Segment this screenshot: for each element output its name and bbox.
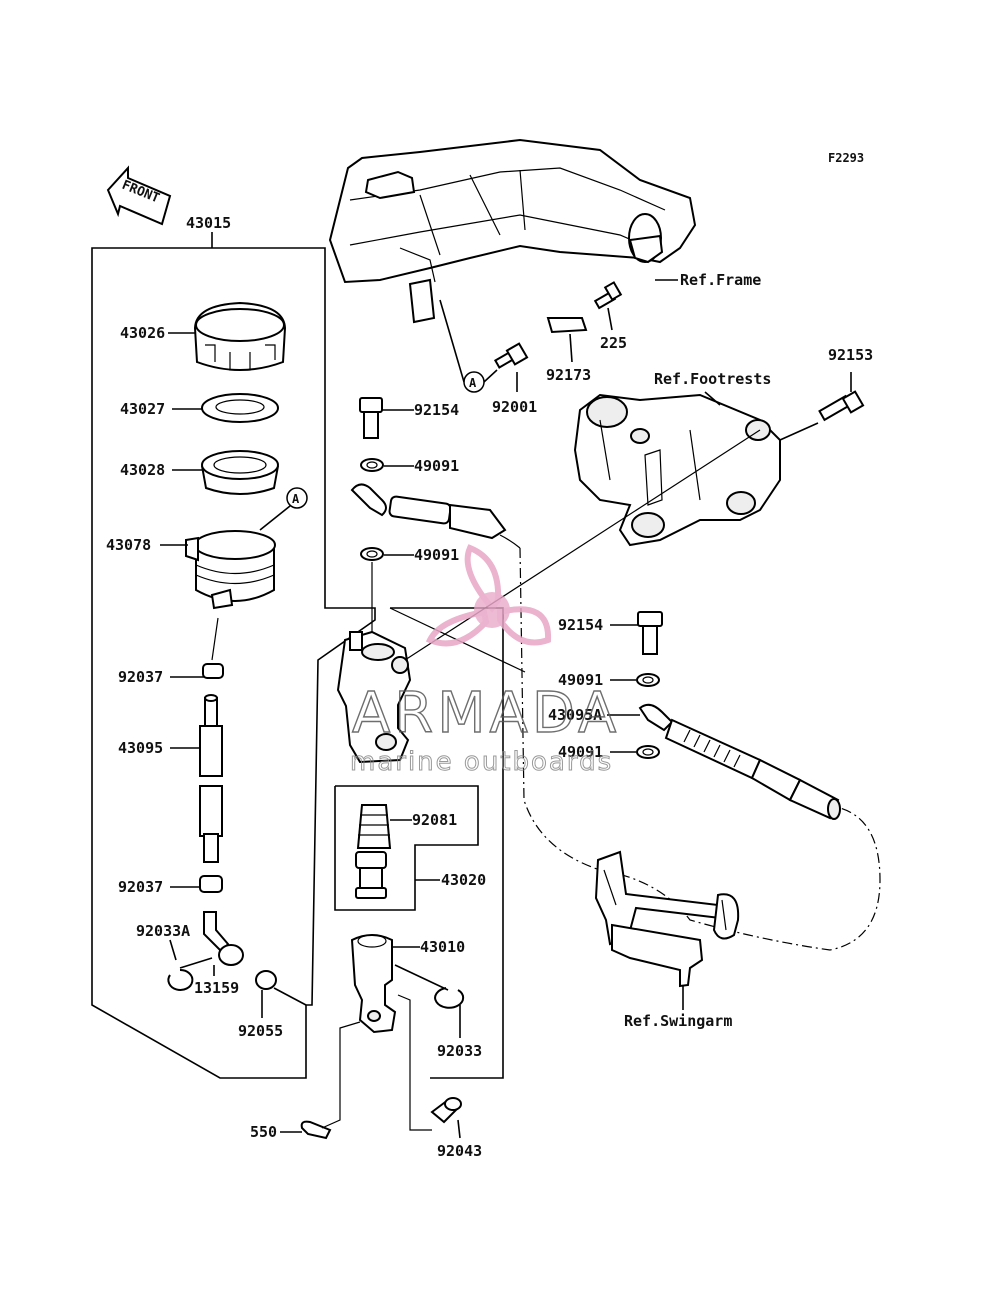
- label-43028: 43028: [120, 461, 165, 479]
- push-rod-icon: [350, 934, 397, 1034]
- armada-watermark: ARMADA marine outboards: [350, 544, 620, 778]
- diagram-code: F2293: [828, 151, 864, 165]
- marker-a-left: A: [259, 487, 308, 531]
- label-49091-1: 49091: [414, 457, 459, 475]
- label-43078: 43078: [106, 536, 151, 554]
- bolt-icon-92001: [493, 342, 529, 369]
- spring-icon: [356, 804, 392, 849]
- hose-clamp-icon-bottom: [199, 875, 223, 893]
- washer-icon-3: [636, 673, 660, 687]
- bolt-icon-92153: [818, 390, 865, 422]
- marker-a-frame: A: [439, 299, 498, 393]
- front-arrow-icon: FRONT: [106, 165, 172, 226]
- label-92033A: 92033A: [136, 922, 190, 940]
- master-cylinder-icon: [336, 630, 412, 764]
- o-ring-icon: [255, 970, 277, 990]
- banjo-bolt-icon-lower: [637, 611, 663, 655]
- circlip-icon-left: [167, 968, 194, 991]
- label-49091-3: 49091: [558, 671, 603, 689]
- label-43010: 43010: [420, 938, 465, 956]
- label-92081: 92081: [412, 811, 457, 829]
- label-92001: 92001: [492, 398, 537, 416]
- clamp-bracket-icon-92173: [546, 317, 588, 334]
- label-43026: 43026: [120, 324, 165, 342]
- piston-icon: [355, 851, 387, 899]
- svg-text:A: A: [292, 492, 300, 506]
- ref-frame-label: Ref.Frame: [680, 271, 761, 289]
- label-43095: 43095: [118, 739, 163, 757]
- cotter-pin-icon: [300, 1120, 332, 1140]
- label-92154-lower: 92154: [558, 616, 603, 634]
- diaphragm-plate-icon: [201, 393, 279, 423]
- washer-icon-4: [636, 745, 660, 759]
- label-43095A: 43095A: [548, 706, 602, 724]
- swingarm-bracket-illustration: [594, 850, 740, 988]
- brake-hose-icon-lower: [638, 703, 841, 820]
- hose-routing-line: [519, 547, 881, 951]
- elbow-fitting-icon: [203, 911, 244, 966]
- label-43027: 43027: [120, 400, 165, 418]
- watermark-tagline: marine outboards: [350, 747, 613, 777]
- label-92037-bottom: 92037: [118, 878, 163, 896]
- ref-footrests-label: Ref.Footrests: [654, 370, 771, 388]
- washer-icon-2: [360, 547, 384, 561]
- label-49091-2: 49091: [414, 546, 459, 564]
- label-43015: 43015: [186, 214, 231, 232]
- label-92173: 92173: [546, 366, 591, 384]
- diaphragm-icon: [201, 450, 279, 495]
- piston-group-box: [334, 785, 479, 911]
- reservoir-hose-icon: [199, 694, 223, 863]
- svg-text:A: A: [469, 376, 477, 390]
- label-92055: 92055: [238, 1022, 283, 1040]
- brake-hose-icon-upper: [350, 483, 521, 549]
- label-92043: 92043: [437, 1142, 482, 1160]
- label-49091-4: 49091: [558, 743, 603, 761]
- ref-swingarm-label: Ref.Swingarm: [624, 1012, 732, 1030]
- reservoir-cap-icon: [193, 301, 287, 371]
- footrest-bracket-illustration: [573, 393, 781, 547]
- hose-clamp-icon-top: [202, 663, 224, 679]
- banjo-bolt-icon-upper: [359, 397, 383, 439]
- label-92154-upper: 92154: [414, 401, 459, 419]
- reservoir-icon: [185, 530, 276, 610]
- frame-illustration: [328, 138, 697, 324]
- watermark-brand: ARMADA: [352, 681, 620, 746]
- label-225: 225: [600, 334, 627, 352]
- label-92037-top: 92037: [118, 668, 163, 686]
- circlip-icon-right: [434, 987, 465, 1009]
- label-43020: 43020: [441, 871, 486, 889]
- propeller-logo-icon: [425, 544, 552, 647]
- label-92153: 92153: [828, 346, 873, 364]
- assembly-box-outline: [91, 247, 376, 1079]
- label-13159: 13159: [194, 979, 239, 997]
- bolt-icon-225: [593, 281, 623, 310]
- clevis-pin-icon: [430, 1097, 462, 1124]
- label-92033: 92033: [437, 1042, 482, 1060]
- label-550: 550: [250, 1123, 277, 1141]
- assembly-box-right: [390, 607, 504, 1079]
- washer-icon-1: [360, 458, 384, 472]
